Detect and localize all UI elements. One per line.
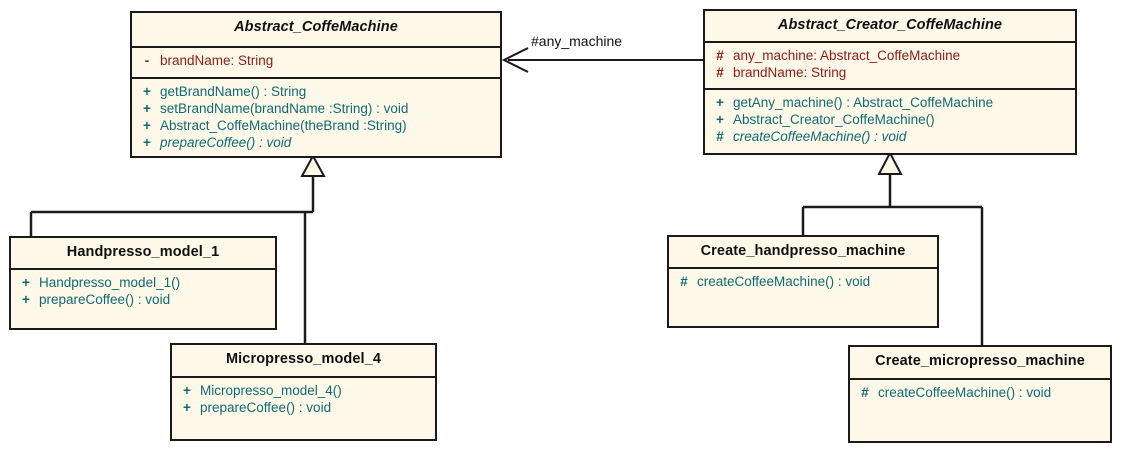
method-signature: prepareCoffee() : void	[200, 400, 332, 415]
compartment-divider	[132, 77, 500, 79]
visibility-marker: +	[183, 400, 191, 415]
visibility-marker: +	[183, 383, 191, 398]
methods-compartment-handpresso-model-1: + Handpresso_model_1() + prepareCoffee()…	[11, 270, 275, 313]
attribute-signature: any_machine: Abstract_CoffeMachine	[733, 48, 961, 63]
method-row: + Abstract_CoffeMachine(theBrand :String…	[134, 117, 498, 134]
visibility-marker: +	[143, 101, 151, 116]
methods-compartment-abstract-coffe-machine: + getBrandName() : String + setBrandName…	[132, 79, 500, 156]
visibility-marker: +	[22, 275, 30, 290]
method-signature: createCoffeeMachine() : void	[697, 274, 871, 289]
class-create-micropresso-machine[interactable]: Create_micropresso_machine # createCoffe…	[848, 345, 1112, 443]
methods-compartment-create-handpresso-machine: # createCoffeeMachine() : void	[669, 269, 937, 295]
methods-compartment-abstract-creator-coffe-machine: + getAny_machine() : Abstract_CoffeMachi…	[705, 90, 1075, 150]
compartment-divider	[172, 376, 435, 378]
association-label-any-machine: #any_machine	[531, 33, 623, 49]
method-signature: createCoffeeMachine() : void	[733, 129, 907, 144]
compartment-divider	[669, 267, 937, 269]
method-signature: prepareCoffee() : void	[160, 135, 292, 150]
method-row: + Handpresso_model_1()	[13, 274, 273, 291]
method-signature: Abstract_CoffeMachine(theBrand :String)	[160, 118, 407, 133]
visibility-marker: #	[716, 65, 724, 80]
visibility-marker: +	[22, 292, 30, 307]
compartment-divider	[850, 378, 1110, 380]
visibility-marker: #	[716, 48, 724, 63]
class-abstract-coffe-machine[interactable]: Abstract_CoffeMachine - brandName: Strin…	[130, 11, 502, 158]
method-row: # createCoffeeMachine() : void	[852, 384, 1108, 401]
attribute-row: # any_machine: Abstract_CoffeMachine	[707, 47, 1073, 64]
visibility-marker: #	[716, 129, 724, 144]
method-signature: Micropresso_model_4()	[200, 383, 342, 398]
method-signature: getBrandName() : String	[160, 84, 307, 99]
class-create-handpresso-machine[interactable]: Create_handpresso_machine # createCoffee…	[667, 235, 939, 328]
method-row: # createCoffeeMachine() : void	[671, 273, 935, 290]
method-row: + getAny_machine() : Abstract_CoffeMachi…	[707, 94, 1073, 111]
method-row: + prepareCoffee() : void	[174, 399, 433, 416]
visibility-marker: #	[861, 385, 869, 400]
method-row: + Abstract_Creator_CoffeMachine()	[707, 111, 1073, 128]
method-signature: getAny_machine() : Abstract_CoffeMachine	[733, 95, 994, 110]
attributes-compartment-abstract-creator-coffe-machine: # any_machine: Abstract_CoffeMachine # b…	[705, 43, 1075, 88]
class-name-create-micropresso-machine: Create_micropresso_machine	[875, 353, 1085, 369]
class-handpresso-model-1[interactable]: Handpresso_model_1 + Handpresso_model_1(…	[9, 236, 277, 330]
class-abstract-creator-coffe-machine[interactable]: Abstract_Creator_CoffeMachine # any_mach…	[703, 9, 1077, 155]
method-signature: createCoffeeMachine() : void	[878, 385, 1052, 400]
attribute-signature: brandName: String	[160, 53, 274, 68]
class-micropresso-model-4[interactable]: Micropresso_model_4 + Micropresso_model_…	[170, 343, 437, 441]
compartment-divider	[132, 46, 500, 48]
method-row: + prepareCoffee() : void	[13, 291, 273, 308]
visibility-marker: +	[716, 95, 724, 110]
class-name-handpresso-model-1: Handpresso_model_1	[66, 244, 220, 260]
class-name-micropresso-model-4: Micropresso_model_4	[225, 351, 381, 367]
method-row: + Micropresso_model_4()	[174, 382, 433, 399]
method-signature: Abstract_Creator_CoffeMachine()	[733, 112, 935, 127]
method-row: + setBrandName(brandName :String) : void	[134, 100, 498, 117]
method-row: # createCoffeeMachine() : void	[707, 128, 1073, 145]
attribute-row: - brandName: String	[134, 52, 498, 69]
attribute-signature: brandName: String	[733, 65, 847, 80]
method-row: + prepareCoffee() : void	[134, 134, 498, 151]
class-name-create-handpresso-machine: Create_handpresso_machine	[700, 243, 906, 259]
methods-compartment-create-micropresso-machine: # createCoffeeMachine() : void	[850, 380, 1110, 406]
class-name-abstract-creator-coffe-machine: Abstract_Creator_CoffeMachine	[777, 17, 1003, 33]
visibility-marker: #	[680, 274, 688, 289]
visibility-marker: +	[143, 118, 151, 133]
compartment-divider	[705, 88, 1075, 90]
method-signature: setBrandName(brandName :String) : void	[160, 101, 409, 116]
method-row: + getBrandName() : String	[134, 83, 498, 100]
visibility-marker: -	[144, 53, 150, 68]
method-signature: prepareCoffee() : void	[39, 292, 171, 307]
visibility-marker: +	[716, 112, 724, 127]
compartment-divider	[11, 268, 275, 270]
association-any-machine	[501, 47, 703, 73]
method-signature: Handpresso_model_1()	[39, 275, 181, 290]
methods-compartment-micropresso-model-4: + Micropresso_model_4() + prepareCoffee(…	[172, 378, 435, 421]
attributes-compartment-abstract-coffe-machine: - brandName: String	[132, 48, 500, 77]
visibility-marker: +	[143, 135, 151, 150]
class-name-abstract-coffe-machine: Abstract_CoffeMachine	[234, 19, 398, 35]
compartment-divider	[705, 41, 1075, 43]
visibility-marker: +	[143, 84, 151, 99]
attribute-row: # brandName: String	[707, 64, 1073, 81]
